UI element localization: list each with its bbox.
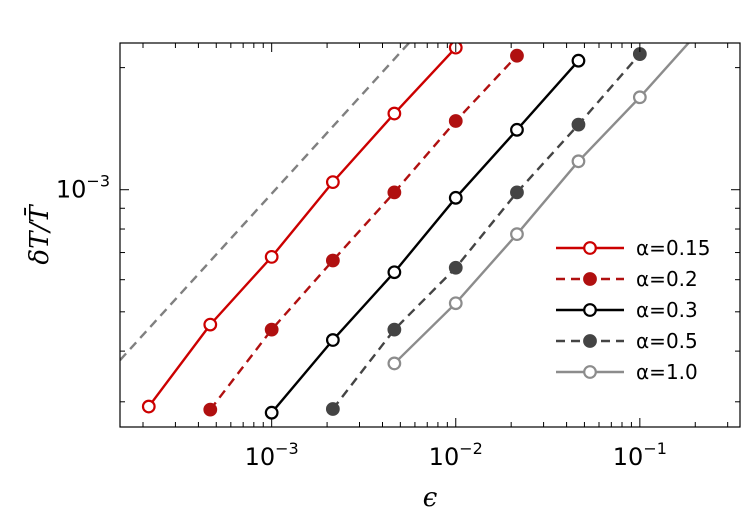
legend-marker xyxy=(583,241,597,255)
x-tick-exponent: −2 xyxy=(459,439,483,458)
series-line xyxy=(120,43,411,361)
data-point xyxy=(325,175,340,190)
series-line xyxy=(393,43,691,365)
data-point xyxy=(448,296,463,311)
data-point xyxy=(387,185,402,200)
series-0.5 xyxy=(325,47,647,416)
data-point xyxy=(325,402,340,416)
data-point xyxy=(264,322,279,337)
legend-label: α=0.5 xyxy=(636,329,698,353)
y-tick-mantissa: 10 xyxy=(56,176,87,204)
data-point xyxy=(695,23,707,35)
legend-item: α=0.15 xyxy=(556,236,710,260)
legend-marker xyxy=(583,365,597,379)
legend-item: α=0.3 xyxy=(556,298,698,322)
data-point xyxy=(448,114,463,128)
series-line xyxy=(147,46,457,408)
y-tick-label: 10−3 xyxy=(56,172,110,204)
x-axis-label: ϵ xyxy=(423,483,438,513)
series-reference-line xyxy=(120,43,411,361)
data-point xyxy=(387,265,402,280)
data-point xyxy=(141,399,156,414)
x-tick-exponent: −1 xyxy=(643,439,667,458)
series-line xyxy=(331,53,641,410)
data-point xyxy=(510,122,524,137)
data-point xyxy=(510,185,524,200)
x-tick-label: 10−3 xyxy=(245,439,299,471)
series-line xyxy=(209,54,518,411)
data-point xyxy=(264,405,279,420)
legend-item: α=1.0 xyxy=(556,360,698,384)
legend-label: α=0.15 xyxy=(636,236,710,260)
legend-marker xyxy=(583,303,597,317)
series-layer xyxy=(120,23,707,420)
data-point xyxy=(387,356,402,371)
legend-marker xyxy=(583,334,597,348)
data-point xyxy=(387,322,402,337)
y-tick-exponent: −3 xyxy=(86,172,110,191)
data-point xyxy=(448,260,463,275)
data-point xyxy=(510,48,524,63)
data-point xyxy=(203,317,218,332)
x-tick-exponent: −3 xyxy=(275,439,299,458)
legend-marker xyxy=(583,272,597,286)
data-point xyxy=(203,402,218,417)
series-0.15 xyxy=(141,43,463,414)
data-point xyxy=(264,249,279,264)
y-tick-labels: 10−3 xyxy=(56,172,110,204)
x-tick-label: 10−2 xyxy=(429,439,483,471)
series-1.0 xyxy=(387,23,707,371)
legend-label: α=0.2 xyxy=(636,267,698,291)
data-point xyxy=(571,154,586,169)
plot-background xyxy=(120,43,740,427)
data-point xyxy=(510,227,524,242)
legend-item: α=0.2 xyxy=(556,267,698,291)
data-point xyxy=(325,333,340,347)
series-line xyxy=(270,59,580,414)
legend-label: α=1.0 xyxy=(636,360,698,384)
series-0.3 xyxy=(264,53,586,420)
y-axis-label: δT/T̄ xyxy=(23,204,55,265)
legend: α=0.15 α=0.2 α=0.3 α=0.5 α=1.0 xyxy=(556,236,710,384)
x-tick-label: 10−1 xyxy=(613,439,667,471)
data-point xyxy=(387,106,402,121)
x-tick-mantissa: 10 xyxy=(245,443,276,471)
data-point xyxy=(632,90,647,105)
series-0.2 xyxy=(203,48,524,417)
data-point xyxy=(325,253,340,268)
legend-item: α=0.5 xyxy=(556,329,698,353)
x-tick-mantissa: 10 xyxy=(613,443,644,471)
tick-layer xyxy=(120,43,740,427)
data-point xyxy=(448,190,463,205)
data-point xyxy=(571,117,586,132)
x-tick-mantissa: 10 xyxy=(429,443,460,471)
plot-frame xyxy=(119,42,741,428)
data-point xyxy=(571,53,586,68)
legend-label: α=0.3 xyxy=(636,298,698,322)
